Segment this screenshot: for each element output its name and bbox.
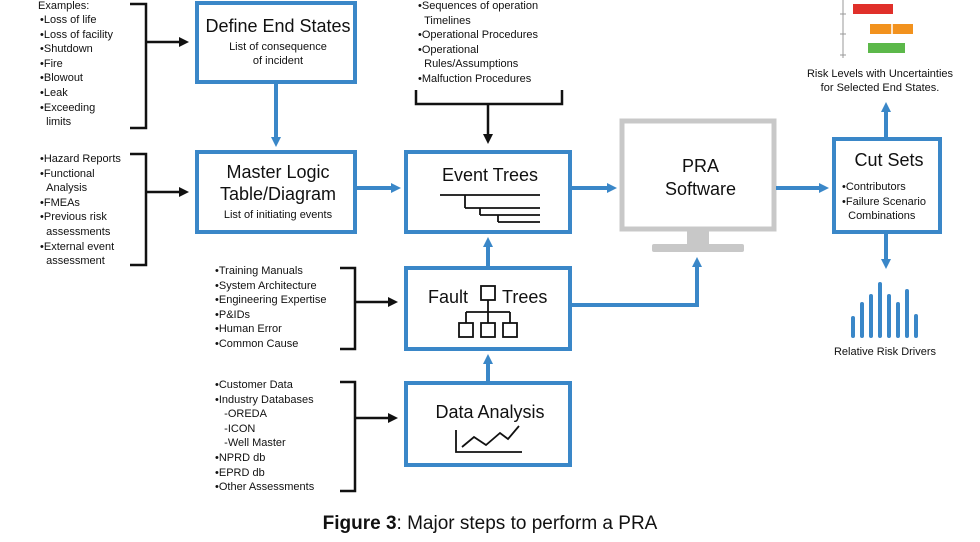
figure-caption: Figure 3: Major steps to perform a PRA	[0, 513, 980, 535]
risk-bar-chart-icon	[840, 0, 913, 58]
risk-levels-caption-1: Risk Levels with Uncertainties	[806, 68, 954, 80]
list-item: •Operational	[418, 43, 479, 56]
list-item: •Human Error	[215, 323, 282, 336]
arrow-fault-trees-to-pra	[572, 257, 702, 307]
list-item: •Loss of facility	[40, 28, 113, 41]
trend-chart-icon	[455, 425, 522, 453]
fault-trees-title-left: Fault	[428, 287, 469, 307]
list-item: •NPRD db	[215, 451, 266, 464]
event-trees-box	[404, 150, 572, 234]
define-end-states-box	[195, 1, 357, 84]
list-item: •Industry Databases	[215, 393, 314, 406]
event-trees-title: Event Trees	[441, 165, 539, 185]
list-item: Combinations	[848, 210, 916, 223]
cut-sets-box	[832, 137, 942, 234]
list-item: Timelines	[424, 14, 471, 27]
event-trees-inputs-list: •Sequences of operation Timelines •Opera…	[418, 0, 538, 87]
cut-sets-title: Cut Sets	[854, 150, 924, 170]
list-item: limits	[46, 116, 72, 129]
risk-bar-green	[868, 43, 905, 53]
master-logic-inputs-list: •Hazard Reports •Functional Analysis •FM…	[40, 152, 121, 269]
risk-bar-red	[853, 4, 893, 14]
list-item: •Sequences of operation	[418, 0, 539, 12]
define-end-states-subtitle-2: of incident	[252, 55, 304, 67]
end-states-examples-list: •Loss of life •Loss of facility •Shutdow…	[40, 13, 113, 130]
list-item: •Engineering Expertise	[215, 294, 327, 307]
list-item: •External event	[40, 240, 115, 253]
bracket-event-tree-inputs	[414, 90, 564, 144]
list-item: •Functional	[40, 167, 95, 180]
list-item: -OREDA	[224, 408, 267, 421]
define-end-states-title: Define End States	[205, 16, 351, 36]
end-states-examples-heading: Examples:	[38, 0, 90, 12]
list-item: -Well Master	[224, 437, 286, 450]
bracket-end-states-examples	[130, 2, 189, 130]
bracket-master-logic-inputs	[130, 152, 189, 267]
list-item: •Blowout	[40, 72, 83, 85]
data-analysis-title: Data Analysis	[435, 402, 545, 422]
define-end-states-subtitle-1: List of consequence	[229, 41, 327, 53]
list-item: •Customer Data	[215, 379, 293, 391]
list-item: -ICON	[224, 422, 256, 435]
list-item: •Hazard Reports	[40, 153, 121, 165]
list-item: •System Architecture	[215, 279, 317, 292]
list-item: •Malfuction Procedures	[418, 72, 532, 85]
fault-tree-icon	[458, 285, 518, 338]
risk-drivers-caption: Relative Risk Drivers	[833, 346, 937, 358]
risk-levels-caption-2: for Selected End States.	[820, 82, 940, 94]
list-item: •Other Assessments	[215, 481, 315, 494]
list-item: •Fire	[40, 57, 63, 70]
figure-caption-label: Figure 3	[322, 513, 397, 534]
monitor-icon	[619, 118, 777, 252]
list-item: •P&IDs	[215, 308, 251, 321]
bracket-data-analysis-inputs	[340, 380, 398, 493]
master-logic-title-2: Table/Diagram	[219, 184, 337, 204]
list-item: •Exceeding	[40, 101, 96, 114]
list-item: •Leak	[40, 86, 68, 99]
data-analysis-box	[404, 381, 572, 467]
list-item: •Loss of life	[40, 14, 97, 26]
pra-software-title-1: PRA	[681, 156, 719, 176]
cut-sets-items-list: •Contributors •Failure Scenario Combinat…	[842, 180, 926, 224]
master-logic-box	[195, 150, 357, 234]
figure-caption-text: : Major steps to perform a PRA	[396, 513, 658, 534]
master-logic-title-1: Master Logic	[226, 162, 330, 182]
master-logic-subtitle: List of initiating events	[223, 209, 333, 221]
fault-trees-title-right: Trees	[502, 287, 548, 307]
event-tree-icon	[440, 194, 540, 223]
list-item: •Previous risk	[40, 211, 107, 224]
list-item: •Shutdown	[40, 43, 93, 56]
list-item: •Common Cause	[215, 337, 299, 350]
list-item: Rules/Assumptions	[424, 58, 519, 71]
fault-trees-inputs-list: •Training Manuals •System Architecture •…	[215, 264, 326, 352]
risk-drivers-chart-icon	[851, 282, 918, 338]
data-analysis-inputs-list: •Customer Data •Industry Databases -ORED…	[215, 378, 314, 495]
list-item: •Training Manuals	[215, 265, 303, 277]
list-item: •Failure Scenario	[842, 195, 926, 208]
pra-software-title-2: Software	[664, 179, 737, 199]
list-item: •FMEAs	[40, 196, 80, 209]
list-item: •Operational Procedures	[418, 29, 539, 42]
list-item: assessment	[46, 255, 105, 268]
list-item: assessments	[46, 225, 111, 238]
bracket-fault-tree-inputs	[340, 266, 398, 351]
list-item: •EPRD db	[215, 466, 265, 479]
list-item: Analysis	[46, 182, 88, 195]
list-item: •Contributors	[842, 181, 906, 193]
